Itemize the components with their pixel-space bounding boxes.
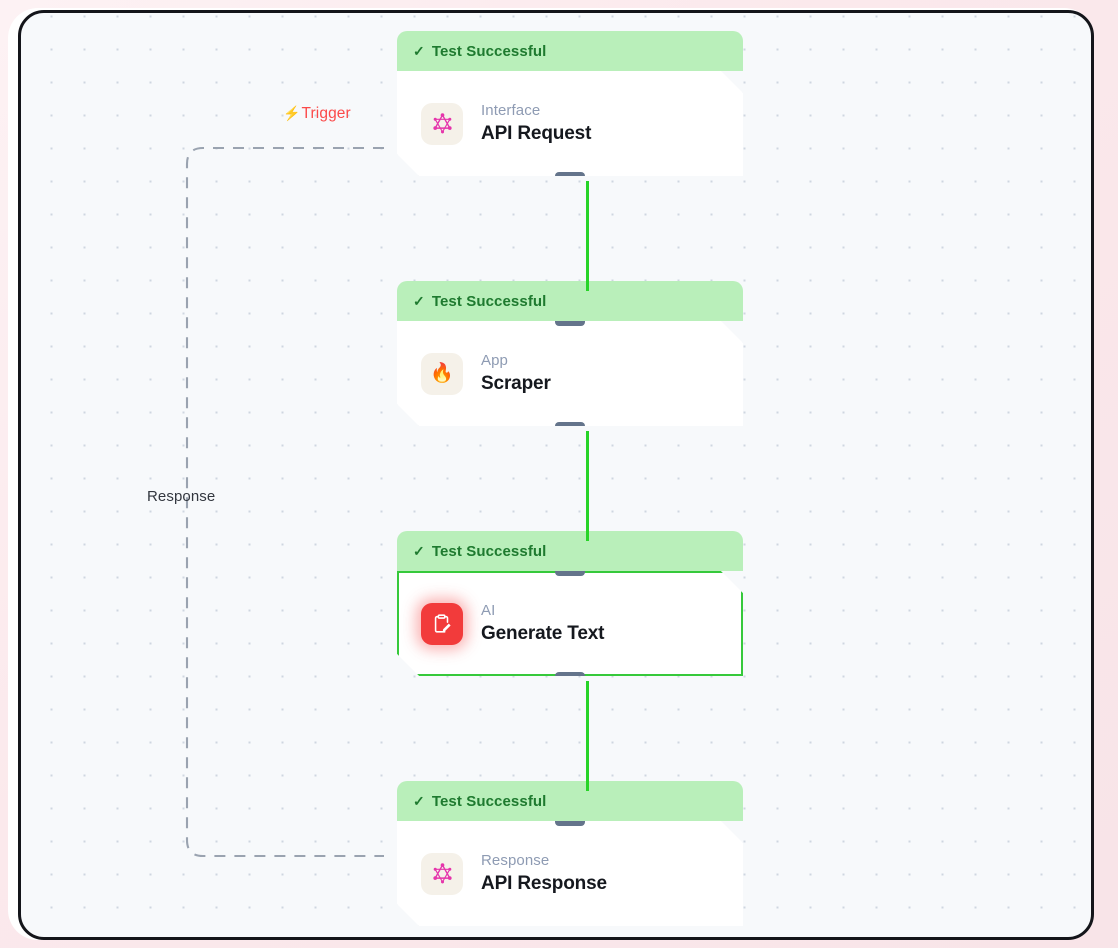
workflow-canvas[interactable]: ✓ Test Successful Interface API Request bbox=[18, 10, 1094, 940]
status-label: Test Successful bbox=[431, 292, 547, 310]
check-icon: ✓ bbox=[413, 793, 425, 809]
output-handle[interactable] bbox=[555, 422, 585, 431]
input-handle[interactable] bbox=[555, 567, 585, 576]
status-label: Test Successful bbox=[431, 42, 547, 60]
status-badge: ✓ Test Successful bbox=[397, 31, 743, 71]
output-handle[interactable] bbox=[555, 172, 585, 181]
trigger-label: ⚡ Trigger bbox=[283, 105, 351, 123]
node-kind: Response bbox=[481, 852, 550, 869]
trigger-label-text: Trigger bbox=[301, 105, 351, 122]
graphql-icon bbox=[421, 853, 463, 895]
status-badge: ✓ Test Successful bbox=[397, 281, 743, 321]
link-request-to-scraper bbox=[586, 181, 589, 291]
check-icon: ✓ bbox=[413, 543, 425, 559]
node-card[interactable]: AI Generate Text bbox=[397, 571, 743, 676]
node-kind: Interface bbox=[481, 102, 541, 119]
link-scraper-to-generate bbox=[586, 431, 589, 541]
node-title: Scraper bbox=[481, 373, 551, 394]
graphql-icon bbox=[421, 103, 463, 145]
check-icon: ✓ bbox=[413, 293, 425, 309]
node-kind: App bbox=[481, 352, 508, 369]
output-handle[interactable] bbox=[555, 672, 585, 681]
node-kind: AI bbox=[481, 602, 496, 619]
node-card[interactable]: Interface API Request bbox=[397, 71, 743, 176]
node-text: AI Generate Text bbox=[481, 602, 604, 645]
check-icon: ✓ bbox=[413, 43, 425, 59]
status-label: Test Successful bbox=[431, 792, 547, 810]
lightning-bolt-icon: ⚡ bbox=[283, 105, 301, 121]
node-text: Interface API Request bbox=[481, 102, 591, 145]
node-title: API Response bbox=[481, 873, 607, 894]
node-scraper[interactable]: ✓ Test Successful 🔥 App Scraper bbox=[397, 281, 743, 426]
input-handle[interactable] bbox=[555, 817, 585, 826]
node-title: API Request bbox=[481, 123, 592, 144]
input-handle[interactable] bbox=[555, 317, 585, 326]
clipboard-pencil-icon bbox=[421, 603, 463, 645]
node-text: App Scraper bbox=[481, 352, 551, 395]
status-badge: ✓ Test Successful bbox=[397, 781, 743, 821]
node-title: Generate Text bbox=[481, 623, 605, 644]
node-api-response[interactable]: ✓ Test Successful Response API Res bbox=[397, 781, 743, 926]
status-label: Test Successful bbox=[431, 542, 547, 560]
response-label: Response bbox=[147, 488, 216, 505]
node-generate-text[interactable]: ✓ Test Successful AI Generate Text bbox=[397, 531, 743, 676]
fire-icon: 🔥 bbox=[421, 353, 463, 395]
link-generate-to-response bbox=[586, 681, 589, 791]
node-text: Response API Response bbox=[481, 852, 607, 895]
node-api-request[interactable]: ✓ Test Successful Interface API Request bbox=[397, 31, 743, 176]
node-card[interactable]: 🔥 App Scraper bbox=[397, 321, 743, 426]
status-badge: ✓ Test Successful bbox=[397, 531, 743, 571]
node-card[interactable]: Response API Response bbox=[397, 821, 743, 926]
